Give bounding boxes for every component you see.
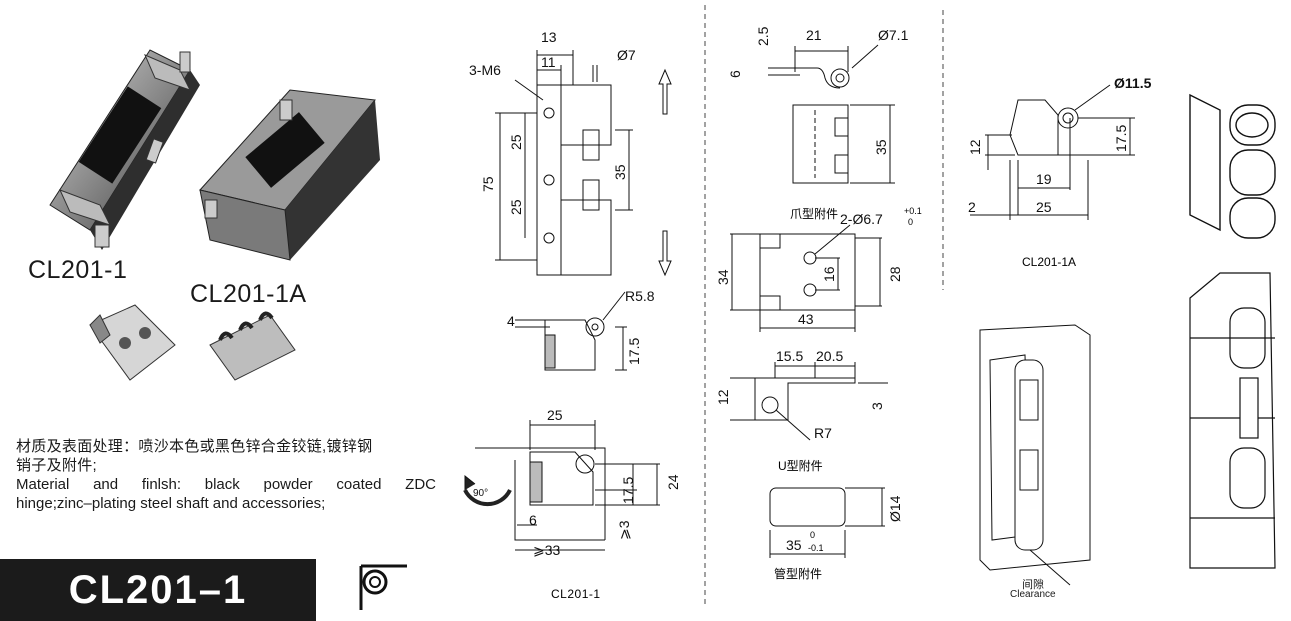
accessory-plate-image — [89, 304, 176, 381]
hinge-3d-view-top — [1189, 93, 1276, 239]
tube-dim-35: 35 — [786, 537, 802, 553]
dim-dia7: Ø7 — [617, 47, 636, 63]
claw-dim-6: 6 — [727, 70, 743, 78]
a-dim-17-5: 17.5 — [1113, 125, 1129, 152]
plate-tol-up: +0.1 — [904, 206, 922, 216]
material-zh-line1: 材质及表面处理：喷沙本色或黑色锌合金铰链,镀锌钢 — [16, 438, 373, 455]
plate-dim-holes: 2-Ø6.7 — [840, 211, 883, 227]
a-dim-12: 12 — [967, 139, 983, 155]
material-description: 材质及表面处理：喷沙本色或黑色锌合金铰链,镀锌钢 销子及附件; Material… — [16, 437, 436, 513]
material-en-line2: hinge;zinc–plating steel shaft and acces… — [16, 495, 326, 512]
hinge-3d-view-side — [1189, 272, 1276, 569]
caption-u: U型附件 — [778, 459, 823, 473]
a-dim-25: 25 — [1036, 199, 1052, 215]
u-dim-15-5: 15.5 — [776, 348, 803, 364]
u-dim-r7: R7 — [814, 425, 832, 441]
a-dim-dia11-5: Ø11.5 — [1114, 75, 1152, 91]
hinge-installed-view — [979, 324, 1091, 586]
material-zh-line2: 销子及附件; — [16, 457, 97, 474]
accessory-claw-image — [209, 311, 296, 381]
product-label-cl201-1: CL201-1 — [28, 256, 128, 284]
plate-dim-28: 28 — [887, 266, 903, 282]
u-dim-3: 3 — [869, 402, 885, 410]
dim-13: 13 — [541, 29, 557, 45]
hinge-symbol-icon — [359, 564, 407, 610]
cl201-1a-drawing: Ø11.5 12 17.5 19 2 25 CL201-1A — [967, 75, 1152, 269]
main-hinge-drawing: 13 11 3-M6 Ø7 25 25 75 35 R5.8 4 17.5 25… — [463, 29, 681, 600]
tube-dim-dia14: Ø14 — [887, 495, 903, 522]
product-hinge-cl201-1-image — [49, 49, 200, 250]
section-divider — [704, 5, 706, 605]
tube-tol-up: 0 — [810, 530, 815, 540]
claw-dim-35: 35 — [873, 139, 889, 155]
claw-dim-2-5: 2.5 — [755, 26, 771, 46]
dim-angle: 90° — [473, 488, 488, 499]
tube-tol-low: -0.1 — [808, 543, 824, 553]
dim-35: 35 — [612, 164, 628, 180]
dim-4: 4 — [507, 313, 515, 329]
dim-11: 11 — [541, 54, 556, 70]
clearance-en: Clearance — [1010, 589, 1056, 600]
dim-thread: 3-M6 — [469, 62, 501, 78]
clearance-zh: 间隙 — [1022, 579, 1044, 591]
plate-dim-34: 34 — [715, 269, 731, 285]
plate-dim-16: 16 — [821, 266, 837, 282]
section-divider-2 — [942, 10, 944, 290]
caption-cl201-1: CL201-1 — [551, 587, 601, 600]
claw-dim-21: 21 — [806, 27, 822, 43]
dim-75: 75 — [480, 176, 496, 192]
plate-dim-43: 43 — [798, 311, 814, 327]
caption-cl201-1a: CL201-1A — [1022, 255, 1076, 269]
dim-top-25: 25 — [547, 407, 563, 423]
u-dim-20-5: 20.5 — [816, 348, 843, 364]
dim-25b: 25 — [508, 199, 524, 215]
dim-24: 24 — [665, 474, 681, 490]
accessories-drawing: 2.5 21 Ø7.1 6 35 爪型附件 2-Ø6.7 +0.1 0 34 1… — [715, 26, 922, 581]
dim-17-5b: 17.5 — [620, 477, 636, 504]
dim-6: 6 — [529, 512, 537, 528]
product-label-cl201-1a: CL201-1A — [190, 280, 307, 308]
u-dim-12: 12 — [715, 389, 731, 405]
dim-17-5: 17.5 — [626, 338, 642, 365]
a-dim-19: 19 — [1036, 171, 1052, 187]
plate-tol-low: 0 — [908, 217, 913, 227]
claw-dim-dia7-1: Ø7.1 — [878, 27, 909, 43]
dim-ge3: ⩾3 — [616, 520, 632, 540]
dim-ge33: ⩾33 — [533, 542, 561, 558]
dim-25a: 25 — [508, 134, 524, 150]
caption-tube: 管型附件 — [774, 566, 822, 581]
material-en-line1: Material and finlsh: black powder coated… — [16, 476, 436, 493]
caption-claw: 爪型附件 — [790, 207, 838, 221]
product-hinge-cl201-1a-image — [199, 89, 380, 261]
dim-r58: R5.8 — [625, 288, 655, 304]
model-title-box: CL201–1 — [0, 559, 316, 621]
a-dim-2: 2 — [968, 199, 976, 215]
